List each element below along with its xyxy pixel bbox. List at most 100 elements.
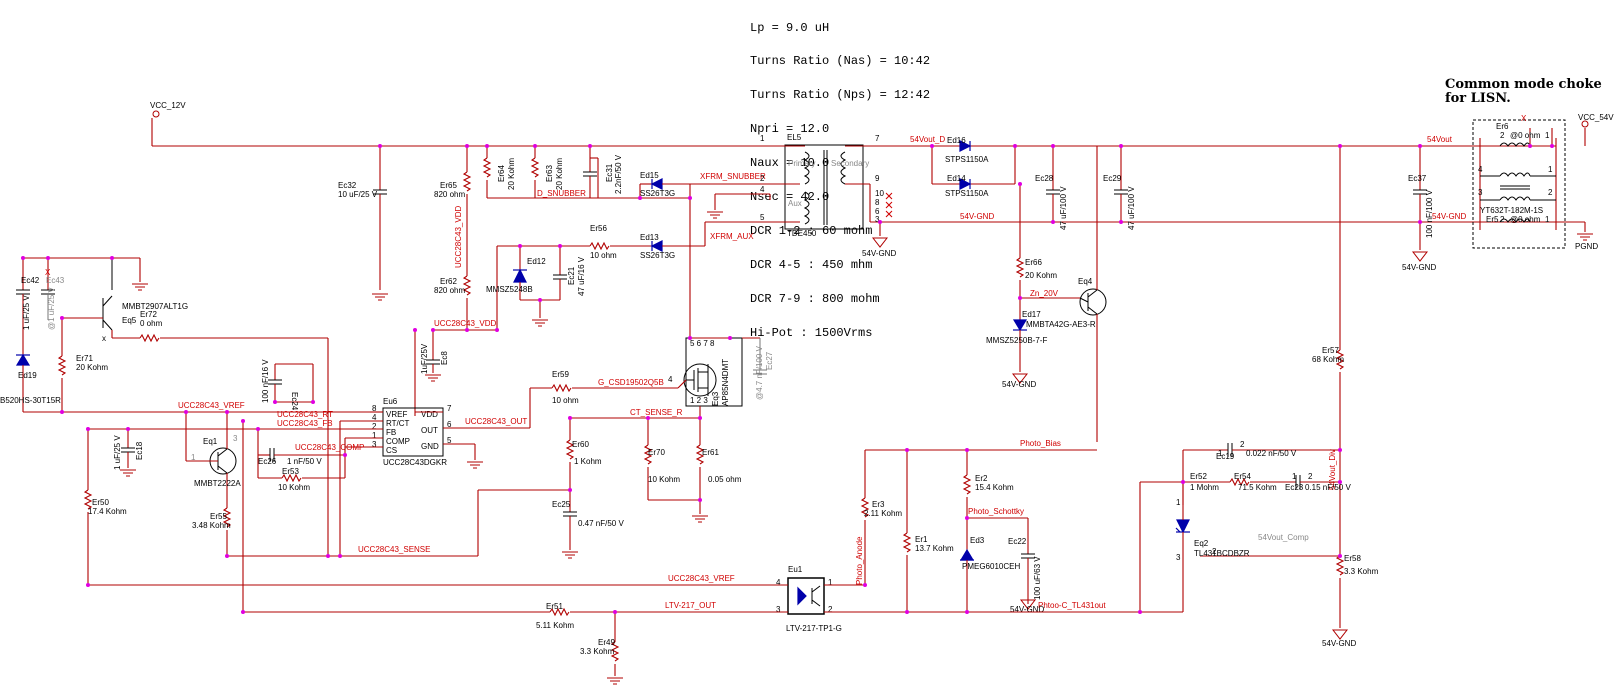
svg-text:2: 2 xyxy=(1500,131,1505,140)
svg-text:STPS1150A: STPS1150A xyxy=(945,155,989,164)
vdd-net: UCC28C43_VDD Ec8 1uF/25V xyxy=(414,319,497,416)
svg-text:10: 10 xyxy=(875,189,884,198)
svg-text:47 uF/100 V: 47 uF/100 V xyxy=(1127,186,1136,230)
ed16-diode: Ed16 STPS1150A xyxy=(945,136,989,164)
svg-text:Er57: Er57 xyxy=(1322,346,1339,355)
svg-text:1 Mohm: 1 Mohm xyxy=(1190,483,1219,492)
svg-text:Ec19: Ec19 xyxy=(1216,452,1235,461)
choke-title-line: for LISN. xyxy=(1445,91,1511,106)
bias-regulator: Er66 20 Kohm Zn_20V Eq4 MMBTA42G-AE3-R E… xyxy=(986,146,1107,442)
net-vcc12: VCC_12V xyxy=(150,101,186,118)
svg-text:0.022 nF/50 V: 0.022 nF/50 V xyxy=(1246,449,1297,458)
svg-text:1: 1 xyxy=(1218,449,1223,458)
svg-text:54V-GND: 54V-GND xyxy=(1010,605,1044,614)
svg-text:8: 8 xyxy=(875,198,880,207)
svg-text:4: 4 xyxy=(776,578,781,587)
svg-text:@0 ohm: @0 ohm xyxy=(1510,131,1541,140)
svg-text:@1 uF/25 V: @1 uF/25 V xyxy=(47,287,56,330)
svg-text:15.4 Kohm: 15.4 Kohm xyxy=(975,483,1014,492)
svg-text:Ed19: Ed19 xyxy=(18,371,37,380)
svg-text:54V-GND: 54V-GND xyxy=(1002,380,1036,389)
svg-text:Secondary: Secondary xyxy=(831,159,869,168)
svg-text:UCC28C43_SENSE: UCC28C43_SENSE xyxy=(358,545,430,554)
svg-text:68 Kohm: 68 Kohm xyxy=(1312,355,1344,364)
svg-text:20 Kohm: 20 Kohm xyxy=(507,158,516,190)
svg-text:4: 4 xyxy=(1478,165,1483,174)
svg-text:17.4 Kohm: 17.4 Kohm xyxy=(88,507,127,516)
net-label-54v-gnd-2: 54V-GND xyxy=(1432,212,1466,221)
svg-text:Photo_Anode: Photo_Anode xyxy=(855,536,864,585)
svg-text:100 uF/63 V: 100 uF/63 V xyxy=(1033,556,1042,600)
svg-text:3: 3 xyxy=(776,605,781,614)
svg-text:G_CSD19502Q5B: G_CSD19502Q5B xyxy=(598,378,664,387)
svg-text:Er56: Er56 xyxy=(590,224,607,233)
svg-text:SS26T3G: SS26T3G xyxy=(640,189,675,198)
svg-text:YT632T-182M-1S: YT632T-182M-1S xyxy=(1480,206,1543,215)
ec32-capacitor: Ec32 10 uF/25 V xyxy=(338,146,389,301)
svg-text:Er3: Er3 xyxy=(872,500,885,509)
svg-text:UCC28C43_VDD: UCC28C43_VDD xyxy=(434,319,496,328)
svg-text:54Vout_Comp: 54Vout_Comp xyxy=(1258,533,1309,542)
svg-text:Eu6: Eu6 xyxy=(383,397,398,406)
svg-text:100 nF/16 V: 100 nF/16 V xyxy=(261,359,270,403)
svg-text:54V-GND: 54V-GND xyxy=(1322,639,1356,648)
svg-text:UCC28C43_VREF: UCC28C43_VREF xyxy=(178,401,245,410)
svg-text:Ec27: Ec27 xyxy=(765,351,774,370)
el5-transformer: 1 2 4 5 7 9 10 8 6 3 EL5 TDE450 Primary … xyxy=(706,133,896,258)
svg-text:2: 2 xyxy=(1308,472,1313,481)
svg-text:Er55: Er55 xyxy=(210,512,227,521)
note-line: DCR 4-5 : 450 mhm xyxy=(750,257,873,272)
svg-text:Ed12: Ed12 xyxy=(527,257,546,266)
net-vcc54: VCC_54V xyxy=(1578,113,1614,128)
svg-text:1 uF/25 V: 1 uF/25 V xyxy=(22,295,31,330)
choke-title: Common mode choke for LISN. xyxy=(1445,78,1602,106)
svg-text:5: 5 xyxy=(760,213,765,222)
svg-text:UCC28C43_RT: UCC28C43_RT xyxy=(277,410,333,419)
svg-text:MMBT2222A: MMBT2222A xyxy=(194,479,241,488)
svg-text:@4.7 nF/100 V: @4.7 nF/100 V xyxy=(755,345,764,400)
svg-text:PGND: PGND xyxy=(1575,242,1598,251)
svg-text:0.47 nF/50 V: 0.47 nF/50 V xyxy=(578,519,624,528)
current-sense-network: CT_SENSE_R Er60 1 Kohm Ec25 0.47 nF/50 V… xyxy=(477,408,742,559)
svg-text:XFRM_AUX: XFRM_AUX xyxy=(710,232,754,241)
svg-text:2: 2 xyxy=(760,174,765,183)
svg-text:4: 4 xyxy=(668,375,673,384)
svg-text:Eq2: Eq2 xyxy=(1194,539,1209,548)
svg-text:1: 1 xyxy=(1292,472,1297,481)
svg-text:Er5: Er5 xyxy=(1486,215,1499,224)
svg-text:Ed15: Ed15 xyxy=(640,171,659,180)
svg-text:Photo_Schottky: Photo_Schottky xyxy=(968,507,1024,516)
svg-text:7: 7 xyxy=(447,404,452,413)
svg-text:TL431BCDBZR: TL431BCDBZR xyxy=(1194,549,1250,558)
svg-text:Zn_20V: Zn_20V xyxy=(1030,289,1059,298)
svg-text:Ec8: Ec8 xyxy=(440,351,449,365)
top-rail-wires xyxy=(151,118,1586,232)
svg-text:Primary: Primary xyxy=(788,159,816,168)
svg-text:1 2 3: 1 2 3 xyxy=(690,396,708,405)
svg-text:UCC28C43_VDD: UCC28C43_VDD xyxy=(454,206,463,268)
svg-text:CS: CS xyxy=(386,446,397,455)
net-label-54vout: 54Vout xyxy=(1427,135,1453,144)
svg-text:Ec23: Ec23 xyxy=(1285,483,1304,492)
svg-text:Er50: Er50 xyxy=(92,498,109,507)
svg-text:Ec43: Ec43 xyxy=(46,276,65,285)
svg-text:Er60: Er60 xyxy=(572,440,589,449)
comp-network: Ec26 1 nF/50 V Er53 10 Kohm xyxy=(257,421,346,556)
ec37-capacitor: Ec37 100 nF/100 V 54V-GND xyxy=(1402,146,1436,272)
svg-text:Ed3: Ed3 xyxy=(970,536,985,545)
svg-text:STPS1150A: STPS1150A xyxy=(945,189,989,198)
svg-text:5.11 Kohm: 5.11 Kohm xyxy=(536,621,574,630)
svg-text:Er65: Er65 xyxy=(440,181,457,190)
svg-text:Ec18: Ec18 xyxy=(135,441,144,460)
svg-text:FB: FB xyxy=(386,428,396,437)
svg-text:1: 1 xyxy=(1176,498,1181,507)
svg-text:OUT: OUT xyxy=(421,426,438,435)
svg-text:3.3 Kohm: 3.3 Kohm xyxy=(1344,567,1379,576)
svg-text:B520HS-30T15R: B520HS-30T15R xyxy=(0,396,61,405)
svg-text:Er6: Er6 xyxy=(1496,122,1509,131)
svg-text:1 Kohm: 1 Kohm xyxy=(574,457,602,466)
svg-text:20 Kohm: 20 Kohm xyxy=(76,363,108,372)
svg-text:20 Kohm: 20 Kohm xyxy=(555,158,564,190)
note-line: Lp = 9.0 uH xyxy=(750,20,830,35)
svg-text:Ed14: Ed14 xyxy=(947,174,966,183)
